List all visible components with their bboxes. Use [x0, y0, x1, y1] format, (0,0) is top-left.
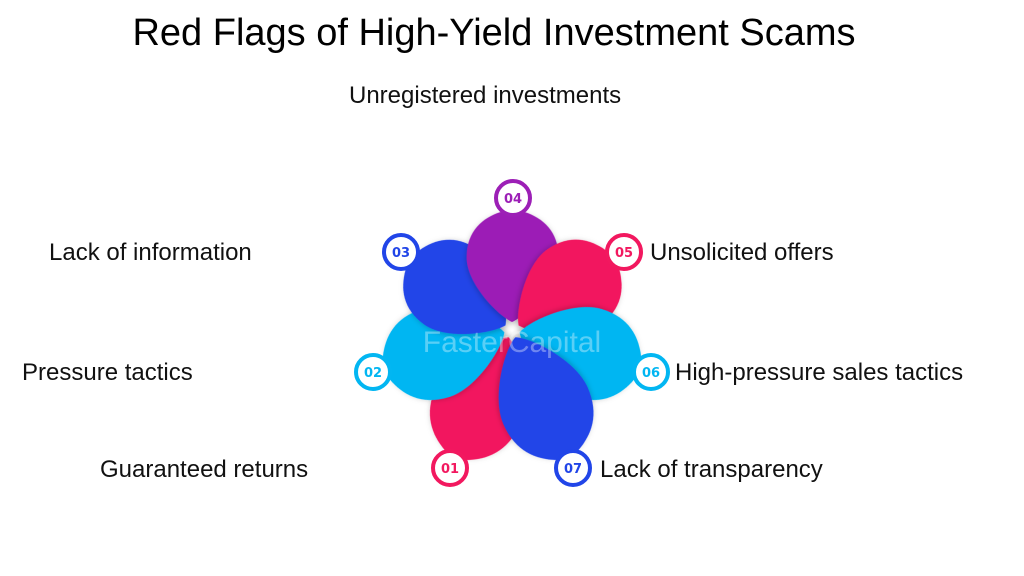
number-badge-02	[354, 353, 392, 391]
badge-number: 03	[392, 246, 410, 261]
badge-number: 01	[441, 462, 459, 477]
number-badge-05	[605, 233, 643, 271]
badge-number: 05	[615, 246, 633, 261]
badge-number: 07	[564, 462, 582, 477]
number-badge-04	[494, 179, 532, 217]
number-badge-03	[382, 233, 420, 271]
number-badge-07	[554, 449, 592, 487]
number-badge-06	[632, 353, 670, 391]
label-lack-of-transparency: Lack of transparency	[600, 456, 823, 483]
badge-number: 06	[642, 366, 660, 381]
label-unregistered-investments: Unregistered investments	[349, 82, 622, 109]
label-high-pressure-sales-tactics: High-pressure sales tactics	[675, 359, 964, 386]
diagram-title: Red Flags of High-Yield Investment Scams	[132, 12, 856, 54]
label-guaranteed-returns: Guaranteed returns	[100, 456, 309, 483]
label-pressure-tactics: Pressure tactics	[22, 359, 193, 386]
petal-07	[498, 337, 594, 461]
label-unsolicited-offers: Unsolicited offers	[650, 239, 834, 266]
label-lack-of-information: Lack of information	[49, 239, 252, 266]
badge-number: 04	[504, 192, 522, 207]
number-badge-01	[431, 449, 469, 487]
badge-number: 02	[364, 366, 382, 381]
watermark: FasterCapital	[423, 326, 601, 359]
